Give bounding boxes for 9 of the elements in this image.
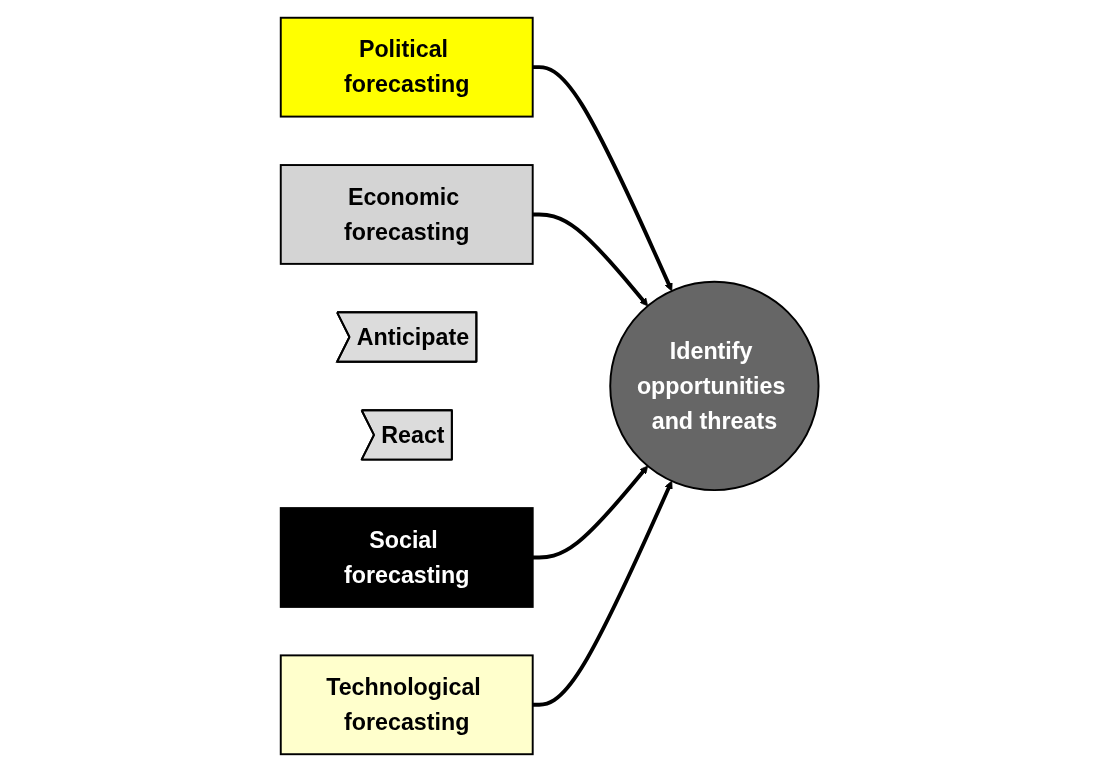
node-box: Economic forecasting <box>279 164 534 265</box>
node-box: Technological forecasting <box>279 654 534 756</box>
arrow <box>532 212 648 307</box>
node-circle: Identify opportunities and threats <box>609 280 820 492</box>
arrow <box>532 65 673 292</box>
arrow <box>532 480 673 707</box>
arrow <box>532 465 648 560</box>
node-box: Political forecasting <box>279 16 534 118</box>
node-box: Social forecasting <box>279 507 534 608</box>
